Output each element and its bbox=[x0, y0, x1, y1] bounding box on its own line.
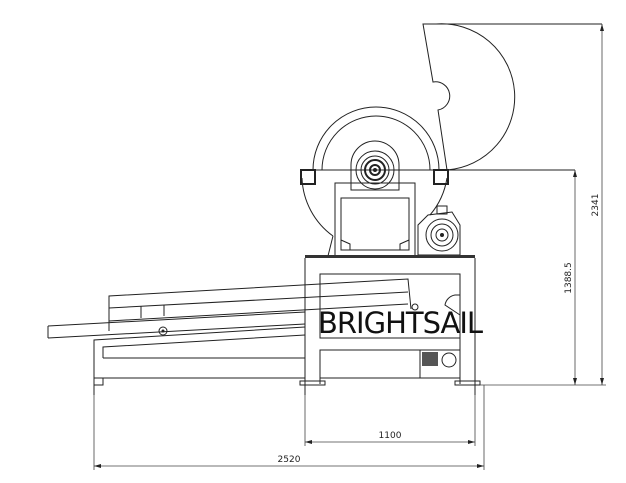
bolt-left bbox=[300, 169, 316, 185]
dimension-label-2341: 2341 bbox=[591, 194, 601, 217]
dimension-frame-width: 1100 bbox=[304, 395, 476, 446]
dimension-label-1100: 1100 bbox=[379, 431, 402, 441]
dimension-label-2520: 2520 bbox=[278, 455, 301, 465]
bearing bbox=[350, 140, 400, 191]
dimension-label-1388-5: 1388.5 bbox=[564, 262, 574, 294]
base-table bbox=[93, 326, 306, 395]
main-frame bbox=[299, 255, 481, 395]
motor bbox=[417, 205, 461, 256]
dimension-frame-height: 1388.5 bbox=[480, 170, 606, 386]
dimension-total-height: 2341 bbox=[591, 24, 604, 385]
gearbox bbox=[334, 182, 416, 257]
conveyor bbox=[47, 278, 419, 339]
dimension-total-length: 2520 bbox=[93, 385, 485, 470]
open-lid bbox=[422, 23, 602, 171]
bolt-right bbox=[433, 169, 449, 185]
watermark: BRIGHTSAIL bbox=[318, 306, 483, 340]
